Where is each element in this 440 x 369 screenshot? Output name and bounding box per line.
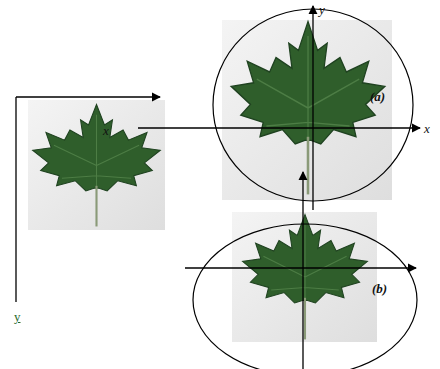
axis-label: x <box>103 124 109 137</box>
axis-label: x <box>424 122 430 135</box>
axis-label: y <box>319 3 325 16</box>
panel-label: (a) <box>370 90 385 103</box>
axis-label: y <box>14 310 21 323</box>
panel-label: (b) <box>372 282 387 295</box>
